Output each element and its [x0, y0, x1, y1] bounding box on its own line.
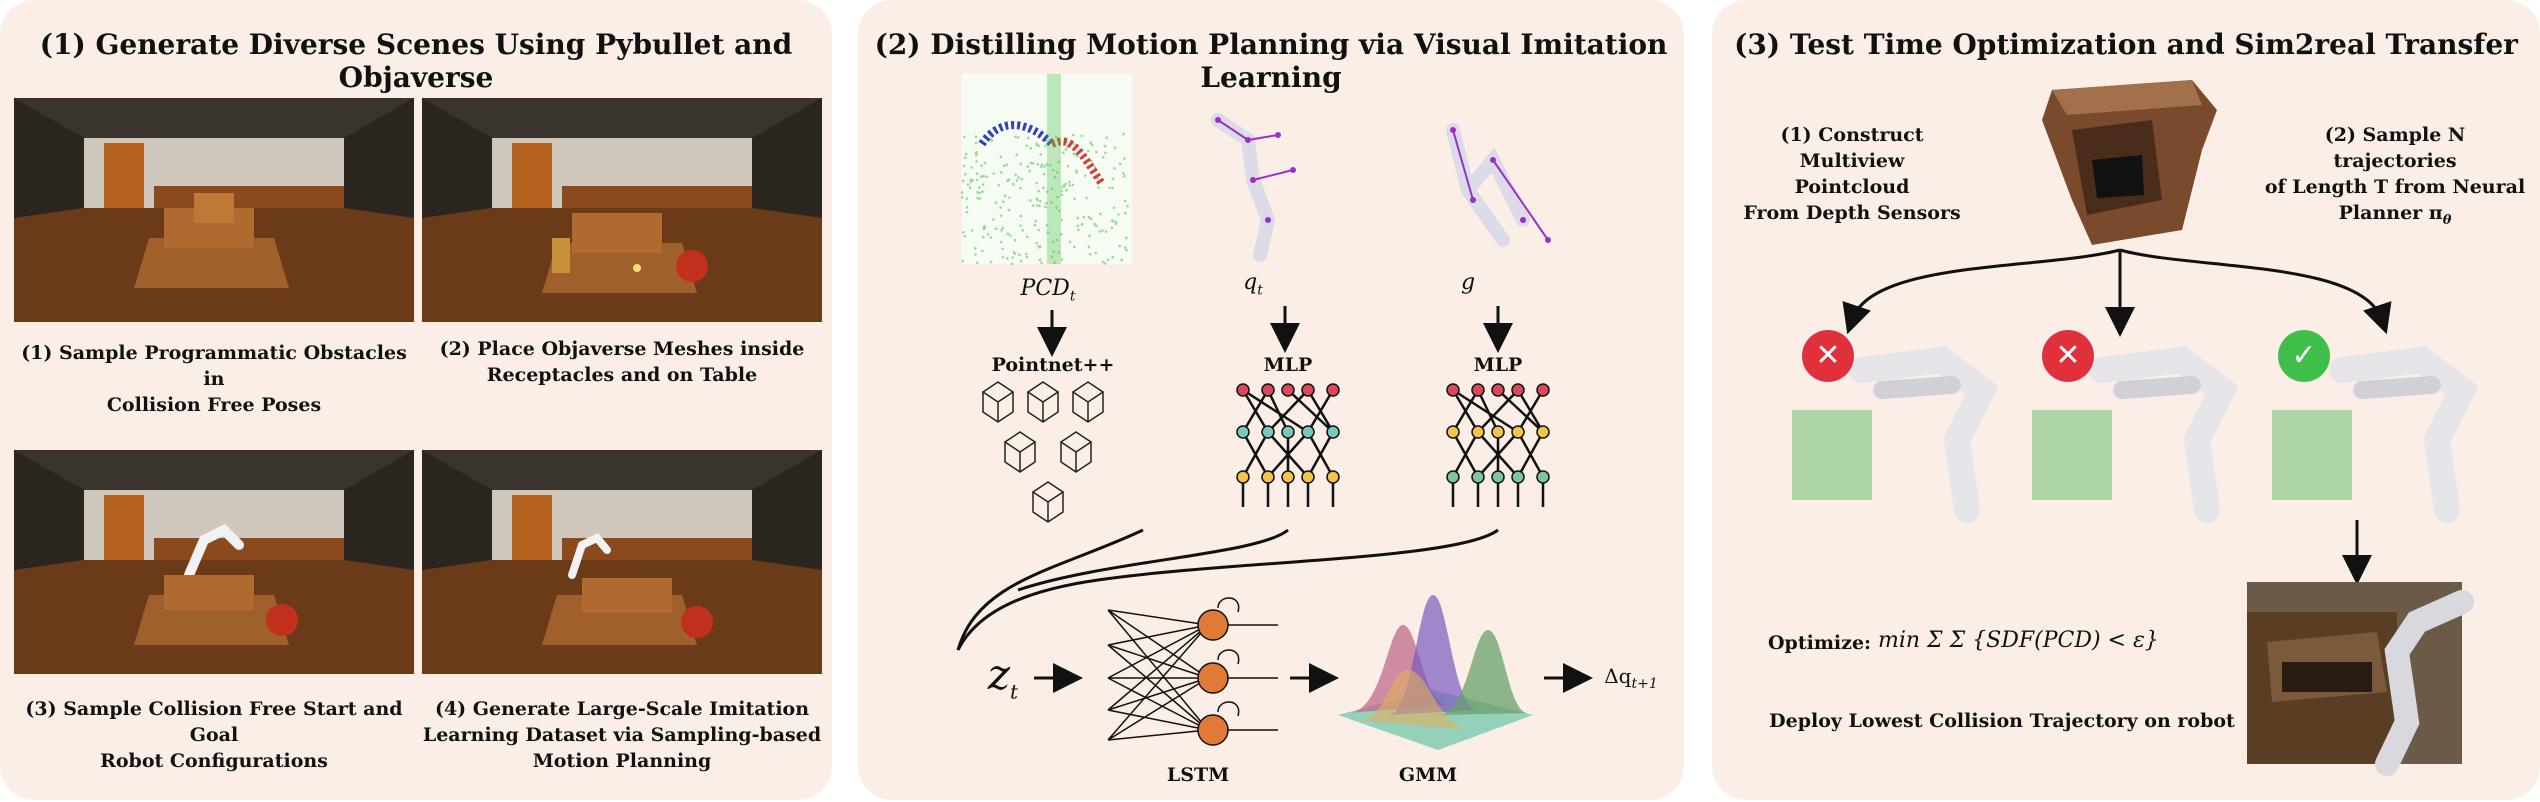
label-lstm: LSTM	[1166, 764, 1230, 786]
panel1-title: (1) Generate Diverse Scenes Using Pybull…	[39, 28, 793, 94]
panel-test-time-optimization: (3) Test Time Optimization and Sim2real …	[1712, 0, 2540, 800]
reconstructed-pointcloud-image	[2042, 80, 2217, 245]
panel-generate-scenes: (1) Generate Diverse Scenes Using Pybull…	[0, 0, 832, 800]
scene-image-objaverse	[422, 98, 822, 322]
collision-cross-icon-2: ✕	[2042, 330, 2094, 382]
gmm-density-icon	[1338, 595, 1533, 750]
branch-arrows	[1842, 248, 2392, 585]
mlp-network-icon-g	[1446, 383, 1550, 507]
scene-image-robot-config	[14, 450, 414, 674]
encoder-arrows	[956, 306, 1593, 693]
goal-config-image	[1446, 123, 1551, 247]
caption-sample-configs: (3) Sample Collision Free Start and Goal…	[25, 698, 403, 772]
label-pointnet: Pointnet++	[991, 354, 1115, 376]
scene-image-obstacles	[14, 98, 414, 322]
label-gmm: GMM	[1398, 764, 1458, 786]
pointnet-network-icon	[981, 381, 1104, 523]
label-output-delta-q: Δqt+1	[1604, 664, 1658, 692]
label-g: g	[1460, 270, 1476, 295]
mlp-network-icon-q	[1236, 383, 1340, 507]
label-deploy: Deploy Lowest Collision Trajectory on ro…	[1769, 710, 2235, 732]
joint-config-image	[1211, 113, 1296, 262]
label-optimize: Optimize:	[1768, 632, 1872, 654]
trajectory-candidate-1-image	[1792, 346, 1999, 523]
label-pcd: PCDt	[1020, 276, 1076, 305]
trajectory-candidate-2-image	[2032, 346, 2239, 523]
panel-distill-motion: (2) Distilling Motion Planning via Visua…	[858, 0, 1684, 800]
pointcloud-input-image	[960, 74, 1132, 266]
optimization-formula: min Σ Σ {SDF(PCD) < ε}	[1878, 628, 2159, 653]
success-check-icon: ✓	[2278, 330, 2330, 382]
collision-cross-icon-1: ✕	[1802, 330, 1854, 382]
real-robot-photo	[2247, 582, 2474, 776]
panel2-title: (2) Distilling Motion Planning via Visua…	[874, 28, 1668, 94]
panel3-title: (3) Test Time Optimization and Sim2real …	[1734, 28, 2518, 61]
label-q: qt	[1243, 270, 1263, 299]
label-mlp-g: MLP	[1473, 354, 1523, 376]
label-mlp-q: MLP	[1263, 354, 1313, 376]
trajectory-candidate-3-image	[2272, 346, 2479, 523]
scene-image-dataset	[422, 450, 822, 674]
label-latent-z: zt	[987, 650, 1019, 704]
lstm-network-icon	[1107, 597, 1278, 746]
